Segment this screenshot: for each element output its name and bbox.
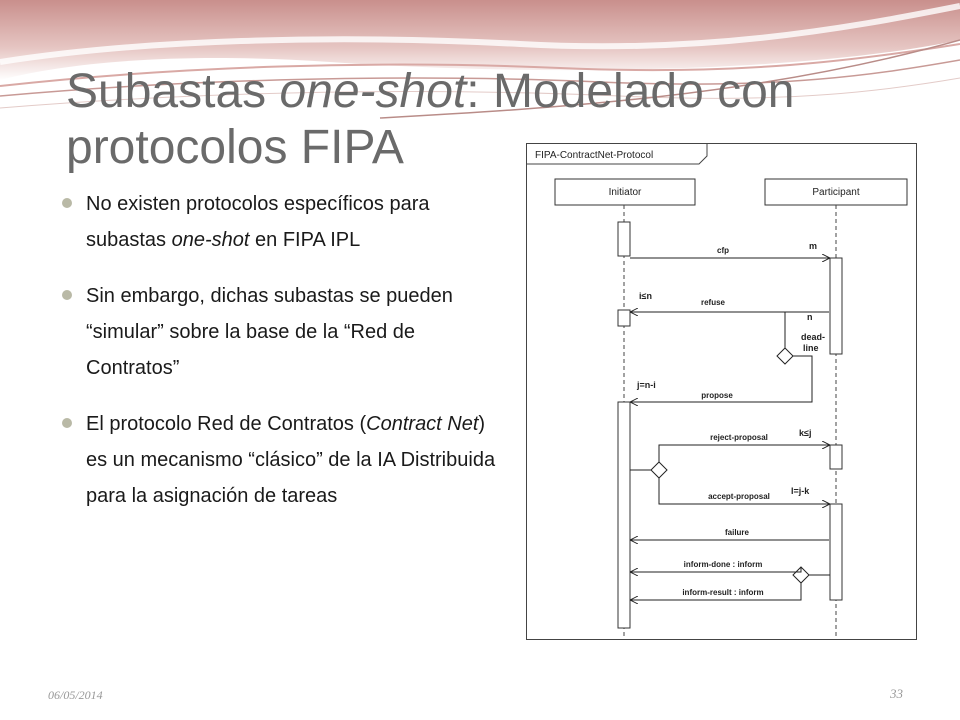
note-label: line (803, 343, 819, 353)
initiator-label: Initiator (609, 187, 642, 198)
message-arrow (631, 583, 802, 600)
note-label: i≤n (639, 291, 652, 301)
message-arrow (631, 567, 802, 572)
bullet-item: El protocolo Red de Contratos (Contract … (62, 406, 502, 514)
page-number: 33 (890, 686, 903, 701)
message-arrow (658, 478, 829, 504)
activation-bar (829, 444, 843, 470)
bullet-item: No existen protocolos específicos para s… (62, 186, 502, 258)
note-label: m (809, 241, 817, 251)
note-label: n (807, 312, 813, 322)
participant-box (764, 178, 908, 206)
note-label: dead- (801, 332, 825, 342)
note-label: j=n-i (636, 380, 656, 390)
message-label: accept-proposal (708, 492, 770, 501)
note-label: k≤j (799, 428, 811, 438)
message-label: refuse (701, 298, 726, 307)
bullet-item: Sin embargo, dichas subastas se pueden “… (62, 278, 502, 386)
participant-label: Participant (812, 187, 859, 198)
message-arrow (658, 445, 829, 462)
bullet-dot-icon (62, 418, 72, 428)
note-label: l=j-k (791, 486, 810, 496)
decision-diamond (776, 347, 794, 365)
message-label: propose (701, 391, 733, 400)
slide-title: Subastas one-shot: Modelado con protocol… (66, 65, 795, 174)
bullet-dot-icon (62, 290, 72, 300)
message-label: inform-done : inform (684, 560, 763, 569)
message-label: inform-result : inform (682, 588, 763, 597)
activation-bar (617, 309, 631, 327)
bullet-dot-icon (62, 198, 72, 208)
initiator-box (554, 178, 696, 206)
activation-bar (617, 401, 631, 629)
message-label: reject-proposal (710, 433, 768, 442)
message-label: failure (725, 528, 750, 537)
decision-diamond (650, 461, 668, 479)
bullet-list: No existen protocolos específicos para s… (62, 186, 502, 534)
footer-date: 06/05/2014 (48, 688, 103, 702)
activation-bar (829, 503, 843, 601)
message-label: cfp (717, 246, 729, 255)
message-arrow (631, 355, 813, 402)
activation-bar (829, 257, 843, 355)
frame-label: FIPA-ContractNet-Protocol (535, 150, 653, 161)
contract-net-sequence-diagram: FIPA-ContractNet-Protocol Initiator Part… (526, 143, 917, 640)
header-banner (0, 0, 960, 119)
activation-bar (617, 221, 631, 257)
